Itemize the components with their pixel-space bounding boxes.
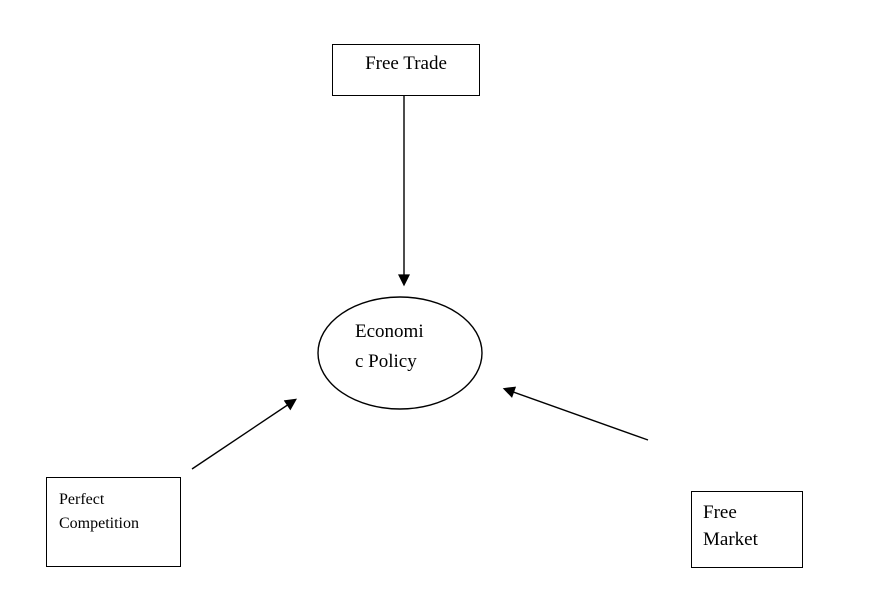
arrow-perfect-competition-to-economic-policy bbox=[191, 398, 297, 470]
perfect-competition-line1: Perfect bbox=[59, 491, 105, 508]
node-free-market: Free Market bbox=[691, 491, 803, 568]
economic-policy-line1: Economi bbox=[355, 321, 424, 342]
arrow-free-market-to-economic-policy bbox=[502, 386, 649, 441]
node-free-trade: Free Trade bbox=[332, 44, 480, 96]
economic-policy-ellipse bbox=[317, 296, 483, 410]
node-perfect-competition: Perfect Competition bbox=[46, 477, 181, 567]
free-market-line1: Free bbox=[703, 502, 737, 523]
perfect-competition-line2: Competition bbox=[59, 515, 139, 532]
node-free-trade-label: Free Trade bbox=[365, 53, 447, 74]
economic-policy-line2: c Policy bbox=[355, 351, 417, 372]
free-market-line2: Market bbox=[703, 529, 758, 550]
node-economic-policy-label: Economi c Policy bbox=[355, 317, 424, 377]
